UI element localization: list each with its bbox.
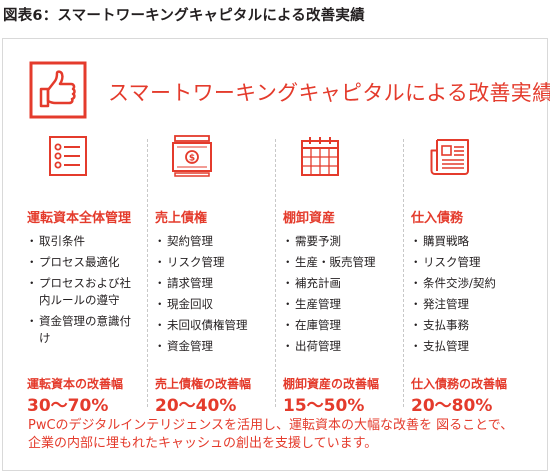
item-list: 購買戦略 リスク管理 条件交渉/契約 発注管理 支払事務 支払管理 — [410, 233, 533, 359]
list-item: 補充計画 — [282, 275, 405, 292]
column-heading: 仕入債務 — [411, 211, 464, 226]
footer-line: 企業の内部に埋もれたキャッシュの創出を支援しています。 — [28, 436, 378, 451]
column-receivables: $ 売上債権 契約管理 リスク管理 請求管理 現金回収 未回収債権管理 資金管理… — [147, 135, 277, 416]
list-item: 請求管理 — [154, 275, 277, 292]
metric-value: 20〜80% — [411, 396, 493, 416]
column-working-capital: 運転資本全体管理 取引条件 プロセス最適化 プロセスおよび社内ルールの遵守 資金… — [19, 135, 149, 416]
column-divider — [403, 139, 404, 407]
column-heading: 運転資本全体管理 — [27, 211, 132, 226]
metric-value: 20〜40% — [155, 396, 237, 416]
thumbs-up-icon — [29, 61, 87, 119]
list-item: 取引条件 — [26, 233, 149, 250]
calendar-icon — [301, 137, 339, 176]
column-heading: 棚卸資産 — [283, 211, 336, 226]
list-item: 未回収債権管理 — [154, 317, 277, 334]
item-list: 取引条件 プロセス最適化 プロセスおよび社内ルールの遵守 資金管理の意識付け — [26, 233, 149, 351]
list-item: 契約管理 — [154, 233, 277, 250]
list-item: 在庫管理 — [282, 317, 405, 334]
list-item: 資金管理 — [154, 338, 277, 355]
column-heading: 売上債権 — [155, 211, 208, 226]
list-item: リスク管理 — [154, 254, 277, 271]
footer-line: PwCのデジタルインテリジェンスを活用し、運転資本の大幅な改善を 図ることで、 — [28, 418, 514, 433]
list-item: 現金回収 — [154, 296, 277, 313]
list-item: プロセスおよび社内ルールの遵守 — [26, 275, 135, 309]
list-item: 発注管理 — [410, 296, 533, 313]
list-item: リスク管理 — [410, 254, 533, 271]
list-item: プロセス最適化 — [26, 254, 149, 271]
metric-value: 30〜70% — [27, 396, 109, 416]
column-payables: 仕入債務 購買戦略 リスク管理 条件交渉/契約 発注管理 支払事務 支払管理 仕… — [403, 135, 533, 416]
checklist-icon — [49, 136, 87, 176]
metric-label: 売上債権の改善幅 — [155, 377, 252, 391]
list-item: 需要予測 — [282, 233, 405, 250]
newspaper-icon — [430, 139, 469, 175]
list-item: 条件交渉/契約 — [410, 275, 533, 292]
item-list: 契約管理 リスク管理 請求管理 現金回収 未回収債権管理 資金管理 — [154, 233, 277, 359]
figure-title: 図表6：スマートワーキングキャピタルによる改善実績 — [3, 8, 365, 24]
list-item: 生産・販売管理 — [282, 254, 405, 271]
list-item: 出荷管理 — [282, 338, 405, 355]
improvement-panel: スマートワーキングキャピタルによる改善実績 運転資本全体管理 取引条件 プロセス… — [2, 38, 550, 471]
item-list: 需要予測 生産・販売管理 補充計画 生産管理 在庫管理 出荷管理 — [282, 233, 405, 359]
metric-label: 仕入債務の改善幅 — [411, 377, 508, 391]
column-divider — [275, 139, 276, 407]
list-item: 生産管理 — [282, 296, 405, 313]
banner-title: スマートワーキングキャピタルによる改善実績 — [108, 81, 550, 105]
list-item: 資金管理の意識付け — [26, 313, 135, 347]
list-item: 購買戦略 — [410, 233, 533, 250]
metric-label: 運転資本の改善幅 — [27, 377, 124, 391]
svg-text:$: $ — [189, 154, 195, 164]
metric-label: 棚卸資産の改善幅 — [283, 377, 380, 391]
list-item: 支払事務 — [410, 317, 533, 334]
footer-note: PwCのデジタルインテリジェンスを活用し、運転資本の大幅な改善を 図ることで、 … — [28, 417, 538, 453]
column-divider — [147, 139, 148, 407]
banknote-icon: $ — [172, 135, 212, 177]
metric-value: 15〜50% — [283, 396, 365, 416]
list-item: 支払管理 — [410, 338, 533, 355]
column-inventory: 棚卸資産 需要予測 生産・販売管理 補充計画 生産管理 在庫管理 出荷管理 棚卸… — [275, 135, 405, 416]
